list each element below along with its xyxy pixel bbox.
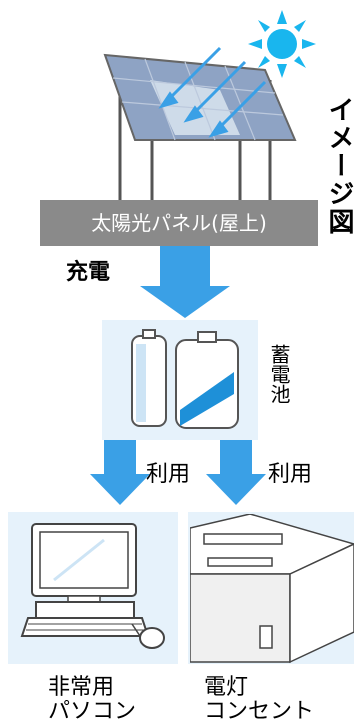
use-arrow-right xyxy=(206,440,266,505)
battery-icon xyxy=(131,329,239,429)
pc-caption-line2: パソコン xyxy=(48,699,137,724)
charge-arrow xyxy=(140,246,230,318)
light-caption-line1: 電灯 xyxy=(204,675,249,700)
pc-caption: 非常用 パソコン xyxy=(48,676,136,724)
solar-panel-label: 太陽光パネル(屋上) xyxy=(40,200,318,246)
pc-caption-line1: 非常用 xyxy=(48,675,115,700)
light-caption: 電灯 コンセント xyxy=(204,676,314,724)
use-label-right: 利用 xyxy=(268,462,313,487)
use-arrow-left xyxy=(90,440,150,505)
light-caption-line2: コンセント xyxy=(204,699,315,724)
use-label-left: 利用 xyxy=(146,462,191,487)
charge-label: 充電 xyxy=(66,260,111,285)
solar-panel-illustration xyxy=(103,46,297,200)
battery-label: 蓄電池 xyxy=(267,344,291,404)
diagram-title: イメージ図 xyxy=(324,96,354,236)
sun-icon xyxy=(248,10,316,78)
computer-icon xyxy=(20,523,165,649)
ceiling-light-outlet-illustration xyxy=(190,514,354,664)
